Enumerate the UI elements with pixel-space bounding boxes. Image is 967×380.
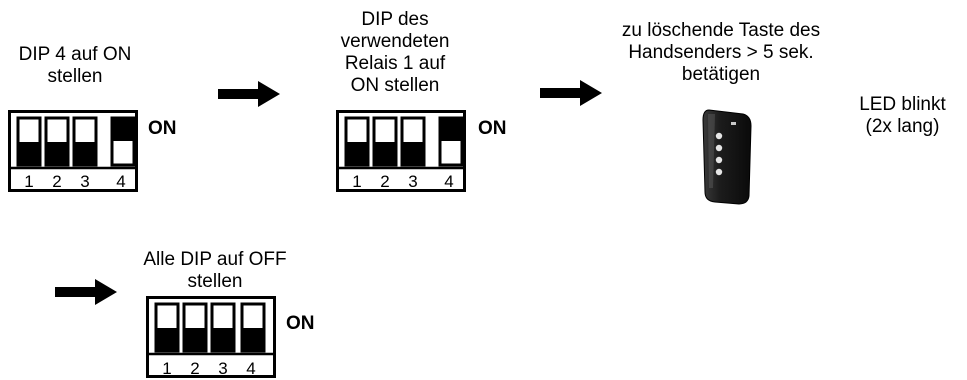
right-arrow-icon: [218, 81, 280, 107]
right-arrow-icon: [55, 279, 117, 305]
step2-caption-line: ON stellen: [350, 75, 440, 96]
step2-caption: DIP des verwendeten Relais 1 auf ON stel…: [320, 9, 470, 97]
dip-switch-1: [16, 116, 42, 167]
step1-caption: DIP 4 auf ON stellen: [0, 44, 150, 88]
remote-button: [715, 168, 723, 176]
dip-number: 3: [80, 172, 90, 191]
dip-number: 1: [24, 172, 34, 191]
dip-switch-block-1: [8, 110, 138, 192]
dip-number: 3: [218, 359, 228, 378]
dip-number: 4: [246, 359, 256, 378]
dip-switch-4: [240, 302, 266, 353]
step3-caption-line: Handsenders > 5 sek.: [628, 42, 814, 63]
step4-caption-line: (2x lang): [865, 116, 940, 137]
step5-caption-line: stellen: [187, 271, 243, 292]
on-label: ON: [148, 118, 177, 139]
dip-switch-2: [182, 302, 208, 353]
right-arrow-icon: [540, 80, 602, 106]
dip-number: 2: [52, 172, 62, 191]
on-label: ON: [478, 118, 507, 139]
dip-switch-3: [400, 116, 426, 167]
dip-number: 4: [444, 172, 454, 191]
dip-switch-4: [438, 116, 464, 167]
remote-button: [715, 132, 723, 140]
step1-caption-line: stellen: [47, 66, 103, 87]
dip-switch-2: [372, 116, 398, 167]
step2-caption-line: Relais 1 auf: [344, 53, 446, 74]
step3-caption: zu löschende Taste des Handsenders > 5 s…: [596, 20, 846, 86]
step2-caption-line: DIP des: [361, 9, 429, 30]
step5-caption-line: Alle DIP auf OFF: [143, 249, 287, 270]
step5-caption: Alle DIP auf OFF stellen: [130, 249, 300, 293]
step3-caption-line: zu löschende Taste des: [621, 20, 821, 41]
dip-switch-4: [110, 116, 136, 167]
dip-switch-1: [154, 302, 180, 353]
remote-button: [715, 144, 723, 152]
step3-caption-line: betätigen: [681, 64, 761, 85]
remote-control-icon: [702, 109, 752, 205]
dip-switch-2: [44, 116, 70, 167]
dip-switch-block-3: [146, 296, 276, 378]
dip-number: 4: [116, 172, 126, 191]
step4-caption: LED blinkt (2x lang): [840, 94, 965, 138]
step4-caption-line: LED blinkt: [859, 94, 946, 115]
dip-number: 2: [190, 359, 200, 378]
dip-number: 1: [162, 359, 172, 378]
dip-number: 2: [380, 172, 390, 191]
step1-caption-line: DIP 4 auf ON: [18, 44, 132, 65]
dip-number: 1: [352, 172, 362, 191]
dip-switch-3: [210, 302, 236, 353]
dip-switch-1: [344, 116, 370, 167]
on-label: ON: [286, 313, 315, 334]
remote-button: [715, 156, 723, 164]
dip-switch-3: [72, 116, 98, 167]
dip-switch-block-2: [336, 110, 466, 192]
step2-caption-line: verwendeten: [340, 31, 450, 52]
dip-number: 3: [408, 172, 418, 191]
